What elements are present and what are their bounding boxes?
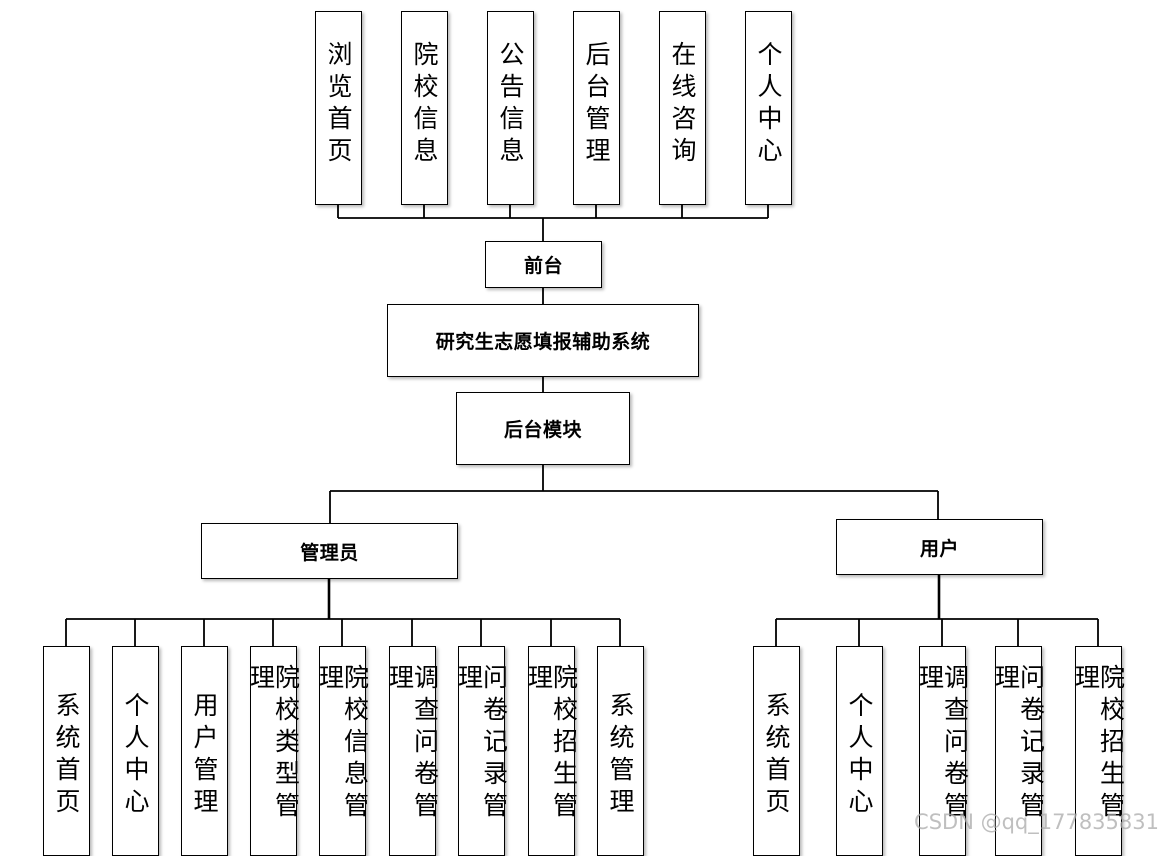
user-item-system-home: 系统首页 — [753, 646, 800, 856]
frontend-label: 前台 — [523, 255, 563, 277]
front-item-label: 后台管理 — [582, 41, 611, 169]
system-title: 研究生志愿填报辅助系统 — [435, 331, 651, 353]
admin-item-user-manage: 用户管理 — [181, 646, 228, 856]
front-item-admin-entry: 后台管理 — [573, 11, 620, 205]
system-title-node: 研究生志愿填报辅助系统 — [387, 304, 699, 377]
front-item-label: 个人中心 — [754, 41, 783, 169]
admin-item-enrollment-manage: 院校招生管理 — [524, 646, 579, 856]
admin-item-survey-record-manage: 问卷记录管理 — [454, 646, 509, 856]
user-item-personal-center: 个人中心 — [836, 646, 883, 856]
user-item-survey-record-manage: 问卷记录管理 — [991, 646, 1046, 856]
front-item-personal-center: 个人中心 — [745, 11, 792, 205]
user-node: 用户 — [836, 519, 1043, 575]
admin-item-system-manage: 系统管理 — [597, 646, 644, 856]
admin-item-personal-center: 个人中心 — [112, 646, 159, 856]
admin-item-label: 院校类型管理 — [246, 664, 301, 824]
admin-item-label: 院校信息管理 — [315, 664, 370, 824]
admin-item-survey-manage: 调查问卷管理 — [385, 646, 440, 856]
user-item-label: 系统首页 — [762, 692, 791, 820]
admin-label: 管理员 — [300, 541, 359, 564]
admin-item-system-home: 系统首页 — [43, 646, 90, 856]
front-item-label: 公告信息 — [496, 41, 525, 169]
user-item-label: 院校招生管理 — [1071, 664, 1126, 824]
user-item-label: 问卷记录管理 — [991, 664, 1046, 824]
user-item-label: 调查问卷管理 — [915, 664, 970, 824]
admin-item-label: 个人中心 — [121, 692, 150, 820]
admin-item-label: 系统管理 — [606, 692, 635, 820]
admin-item-label: 调查问卷管理 — [385, 664, 440, 824]
admin-item-label: 用户管理 — [190, 692, 219, 820]
watermark: CSDN @qq_177835831 — [914, 810, 1159, 834]
admin-node: 管理员 — [201, 523, 458, 579]
front-item-online-consult: 在线咨询 — [659, 11, 706, 205]
front-item-label: 院校信息 — [410, 41, 439, 169]
front-item-label: 浏览首页 — [324, 41, 353, 169]
user-item-enrollment-manage: 院校招生管理 — [1071, 646, 1126, 856]
frontend-node: 前台 — [485, 241, 602, 288]
admin-item-label: 问卷记录管理 — [454, 664, 509, 824]
user-label: 用户 — [919, 537, 959, 560]
admin-item-label: 院校招生管理 — [524, 664, 579, 824]
admin-item-school-type-manage: 院校类型管理 — [246, 646, 301, 856]
front-item-browse-home: 浏览首页 — [315, 11, 362, 205]
user-item-label: 个人中心 — [845, 692, 874, 820]
front-item-label: 在线咨询 — [668, 41, 697, 169]
user-item-survey-manage: 调查问卷管理 — [915, 646, 970, 856]
backend-label: 后台模块 — [503, 419, 582, 441]
admin-item-label: 系统首页 — [52, 692, 81, 820]
front-item-notice-info: 公告信息 — [487, 11, 534, 205]
admin-item-school-info-manage: 院校信息管理 — [315, 646, 370, 856]
front-item-school-info: 院校信息 — [401, 11, 448, 205]
backend-node: 后台模块 — [456, 392, 630, 465]
